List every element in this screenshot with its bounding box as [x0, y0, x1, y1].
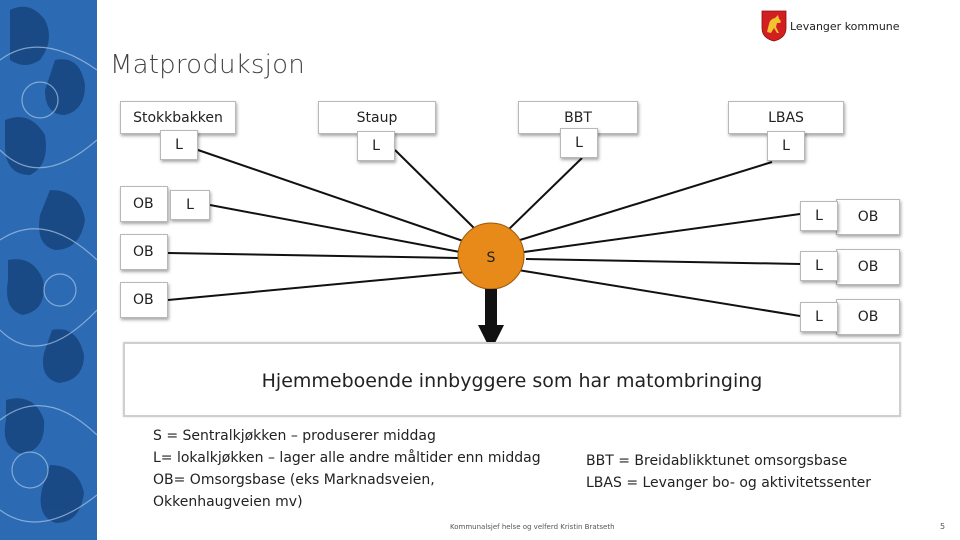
node-right-l-3: L [800, 302, 838, 332]
node-left-ob-2: OB [120, 234, 168, 270]
central-kitchen-label: S [487, 250, 496, 266]
legend-right-line: LBAS = Levanger bo- og aktivitetssenter [586, 475, 871, 491]
node-left-ob-1: OB [120, 186, 168, 222]
node-staup-name: Staup [356, 110, 398, 126]
legend-left-line: S = Sentralkjøkken – produserer middag [153, 428, 436, 444]
line-left-l [209, 204, 461, 253]
sidebar-pattern [0, 0, 97, 540]
line-bbt [507, 157, 583, 231]
line-left-ob2 [167, 252, 459, 259]
node-staup: Staup [318, 101, 436, 134]
legend-right: BBT = Breidablikktunet omsorgsbase LBAS … [586, 450, 871, 494]
node-staup-l: L [357, 131, 395, 161]
line-staup [394, 149, 475, 229]
node-stokkbakken: Stokkbakken [120, 101, 236, 134]
node-stokkbakken-name: Stokkbakken [133, 110, 223, 126]
delivery-arrow-shaft [485, 289, 497, 325]
page-number: 5 [940, 522, 946, 531]
node-stokkbakken-l: L [160, 130, 198, 160]
org-logo: Levanger kommune [761, 10, 900, 42]
node-right-l-2: L [800, 251, 838, 281]
node-right-ob-2: OB [836, 249, 900, 285]
node-lbas-l: L [767, 131, 805, 161]
node-bbt-l: L [560, 128, 598, 158]
node-left-l: L [170, 190, 210, 220]
line-stokkbakken [197, 149, 467, 243]
line-right-2 [525, 258, 801, 265]
line-right-3 [517, 269, 801, 317]
node-right-ob-3: OB [836, 299, 900, 335]
page-title: Matproduksjon [110, 50, 305, 80]
node-left-ob-3: OB [120, 282, 168, 318]
node-lbas: LBAS [728, 101, 844, 134]
node-right-l-1: L [800, 201, 838, 231]
horse-coat-of-arms-icon [761, 10, 787, 42]
line-left-ob3 [167, 271, 467, 301]
node-bbt-name: BBT [564, 110, 592, 126]
recipients-box: Hjemmeboende innbyggere som har matombri… [123, 342, 901, 417]
node-lbas-name: LBAS [768, 110, 804, 126]
node-right-ob-1: OB [836, 199, 900, 235]
line-lbas [519, 161, 773, 241]
recipients-label: Hjemmeboende innbyggere som har matombri… [261, 369, 763, 392]
legend-left: S = Sentralkjøkken – produserer middag L… [153, 425, 541, 513]
legend-left-line: Okkenhaugveien mv) [153, 494, 303, 510]
line-right-1 [523, 213, 801, 253]
legend-left-line: OB= Omsorgsbase (eks Marknadsveien, [153, 472, 435, 488]
org-name: Levanger kommune [790, 19, 900, 33]
footer-text: Kommunalsjef helse og velferd Kristin Br… [450, 523, 615, 531]
legend-left-line: L= lokalkjøkken – lager alle andre målti… [153, 450, 541, 466]
horse-pattern-icon [0, 0, 97, 540]
delivery-arrow-head [478, 325, 504, 351]
legend-right-line: BBT = Breidablikktunet omsorgsbase [586, 453, 848, 469]
